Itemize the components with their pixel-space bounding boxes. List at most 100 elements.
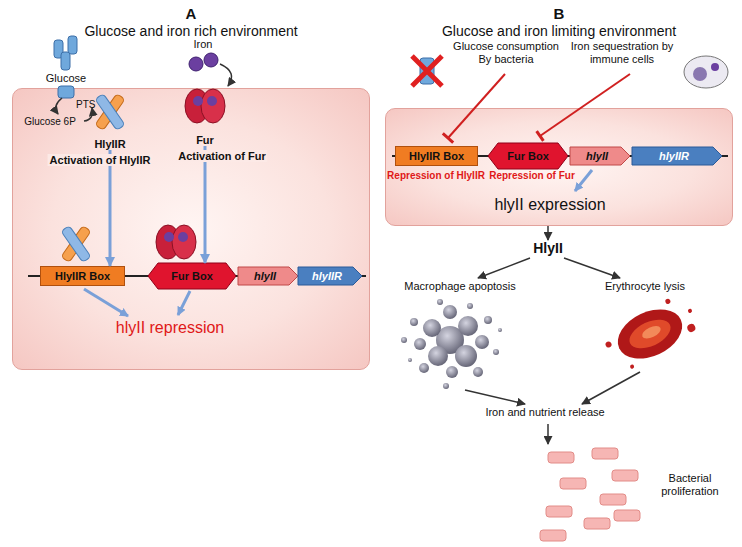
- immune-cell-icon: [711, 63, 719, 71]
- gene-name: hlyIIR: [298, 267, 362, 285]
- text-label: PTS: [76, 99, 106, 111]
- gene-name: hlyII: [238, 267, 298, 285]
- gene-arrow: hlyII: [238, 267, 298, 285]
- glucose-blocked-icon: [412, 56, 442, 86]
- macrophage-illustration: [428, 346, 448, 366]
- gene-arrow: hlyIIR: [298, 267, 362, 285]
- box-outline: [488, 143, 568, 169]
- protein-name: Fur: [168, 134, 242, 146]
- bacteria-illustration: [540, 530, 566, 541]
- gene-box: HlyIIR Box: [40, 266, 125, 286]
- pts-transporter: [58, 86, 74, 98]
- macrophage-illustration: [423, 319, 441, 337]
- edge-label: Activation of HlyIIR: [48, 154, 153, 166]
- panel-letter: A: [13, 5, 369, 22]
- erythrocyte-illustration: [599, 292, 704, 375]
- macrophage-illustration: [443, 383, 449, 389]
- text-label: Repression of Fur: [484, 170, 580, 182]
- macrophage-illustration: [498, 328, 502, 332]
- gene-name: hlyIIR: [632, 147, 722, 165]
- bacteria-illustration: [592, 448, 618, 459]
- erythrocyte-illustration: [625, 314, 675, 354]
- text-label: Iron sequestration by immune cells: [566, 40, 678, 66]
- bacteria-illustration: [584, 518, 610, 529]
- macrophage-illustration: [410, 318, 418, 326]
- macrophage-illustration: [475, 335, 489, 349]
- box-label: Fur Box: [148, 263, 236, 289]
- flow-arrow: [582, 372, 640, 404]
- protein-outline: [185, 89, 225, 123]
- gene-name: hlyII: [570, 147, 630, 165]
- text-label: Repression of HlyIIR: [380, 170, 492, 182]
- glucose-blocked-icon: [412, 56, 442, 86]
- activated-fur: [156, 225, 196, 259]
- text-label: Glucose consumption By bacteria: [448, 40, 564, 66]
- erythrocyte-illustration: [665, 298, 672, 305]
- box-outline: [148, 263, 236, 289]
- macrophage-illustration: [437, 299, 443, 305]
- box-label: HlyIIR Box: [395, 146, 478, 166]
- box-outline: [41, 267, 125, 286]
- text-label: Macrophage apoptosis: [395, 280, 525, 293]
- macrophage-illustration: [446, 366, 458, 378]
- macrophage-illustration: [484, 316, 492, 324]
- erythrocyte-illustration: [687, 308, 692, 313]
- macrophage-illustration: [408, 358, 412, 362]
- glucose-icon: [61, 52, 70, 70]
- bacteria-illustration: [600, 494, 626, 505]
- iron-atom: [193, 96, 203, 106]
- erythrocyte-illustration: [605, 341, 613, 349]
- panel-heading: Glucose and iron rich environment: [13, 23, 369, 39]
- protein-name: HlyIIR: [75, 138, 145, 150]
- box-label: HlyIIR Box: [40, 266, 125, 286]
- bacteria-illustration: [614, 510, 640, 521]
- flow-arrow: [547, 424, 549, 444]
- text-label: Erythrocyte lysis: [585, 280, 705, 293]
- activated-fur: [164, 232, 174, 242]
- gene-arrow: hlyII: [570, 147, 630, 165]
- gene-arrow-outline: [298, 267, 362, 285]
- flow-arrow: [564, 258, 620, 278]
- iron-icon: [189, 53, 218, 71]
- erythrocyte-illustration: [629, 364, 634, 369]
- text-label: Bacterial proliferation: [640, 472, 740, 498]
- text-label: Glucose: [38, 72, 94, 85]
- box-outline: [396, 147, 478, 166]
- erythrocyte-illustration: [686, 323, 697, 334]
- iron-icon: [204, 53, 218, 67]
- gene-box: HlyIIR Box: [395, 146, 478, 166]
- gene-arrow-outline: [632, 147, 722, 165]
- gene-arrow-outline: [570, 147, 630, 165]
- bacteria-illustration: [546, 506, 572, 517]
- text-label: hlyII expression: [470, 195, 630, 214]
- macrophage-illustration: [443, 305, 457, 319]
- activated-fur: [172, 225, 196, 259]
- immune-cell-icon: [693, 67, 707, 81]
- bacteria-illustration: [612, 470, 638, 481]
- text-label: HlyII: [510, 240, 586, 257]
- protein-outline: [95, 94, 125, 131]
- macrophage-illustration: [467, 303, 473, 309]
- macrophage-illustration: [419, 363, 429, 373]
- macrophage-illustration: [414, 338, 426, 350]
- text-label: hlyII repression: [80, 318, 260, 337]
- activation-arrow: [109, 150, 112, 266]
- immune-cell-icon: [684, 56, 728, 88]
- protein-outline: [95, 94, 125, 131]
- text-label: Iron: [186, 38, 220, 51]
- glucose-icon: [68, 36, 77, 54]
- protein-outline: [95, 94, 125, 131]
- macrophage-illustration: [401, 337, 407, 343]
- flow-arrow: [547, 226, 549, 240]
- flow-arrow: [465, 390, 525, 404]
- box-label: Fur Box: [488, 143, 568, 169]
- macrophage-illustration: [458, 316, 478, 336]
- gene-box: Fur Box: [488, 143, 568, 169]
- iron-atom: [207, 96, 217, 106]
- erythrocyte-illustration: [610, 300, 690, 369]
- protein-symbol: Fur: [178, 84, 232, 146]
- activation-arrow: [204, 146, 207, 263]
- immune-cell-icon: [684, 56, 728, 88]
- panel-letter: B: [386, 5, 732, 22]
- macrophage-illustration: [473, 367, 483, 377]
